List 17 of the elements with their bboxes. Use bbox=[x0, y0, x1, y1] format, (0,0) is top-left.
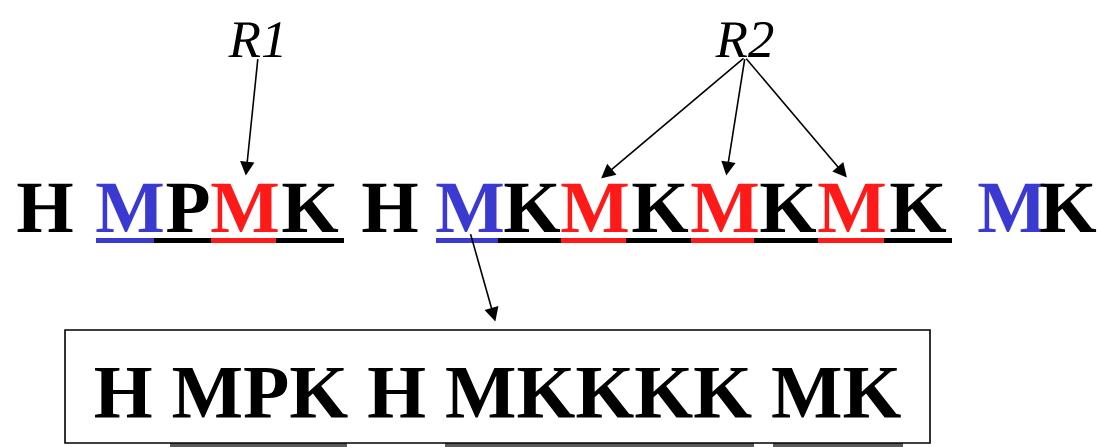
sequence-letter: H bbox=[17, 183, 73, 232]
sequence-letter: M bbox=[211, 183, 278, 232]
sequence-letter: M bbox=[818, 183, 885, 232]
sequence-letter: M bbox=[436, 183, 503, 232]
sequence-letter: M bbox=[691, 183, 758, 232]
label-text: R2 bbox=[715, 22, 774, 57]
sequence-letter: K bbox=[760, 183, 817, 232]
sequence-box: H MPK H MKKKK MK bbox=[64, 329, 931, 444]
sequence-letter: K bbox=[632, 183, 689, 232]
sequence-letter: M bbox=[96, 183, 163, 232]
sequence-letter: P bbox=[166, 183, 209, 232]
sequence-letter: K bbox=[890, 183, 947, 232]
sequence-letter: K bbox=[282, 183, 339, 232]
sequence-letter: H bbox=[362, 183, 418, 232]
sequence-letter: K bbox=[504, 183, 561, 232]
sequence-letter: M bbox=[561, 183, 628, 232]
label-text: R1 bbox=[228, 22, 282, 57]
